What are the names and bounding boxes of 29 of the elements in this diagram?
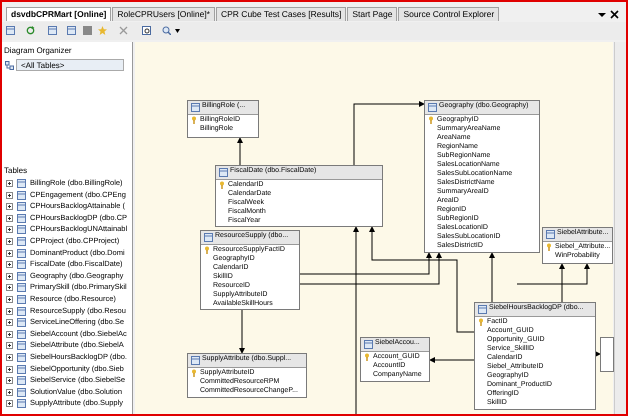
table-box — [187, 353, 307, 398]
table-box — [360, 337, 430, 382]
relationship-arrow — [429, 357, 474, 363]
relationship-arrow — [489, 252, 495, 302]
relationship-arrow — [300, 252, 432, 274]
relationship-arrow — [237, 137, 243, 166]
table-box — [474, 302, 596, 410]
tab: RoleCPRUsers [Online]* — [112, 7, 215, 21]
panel-title: Diagram Organizer — [4, 46, 72, 55]
table-box — [542, 227, 613, 264]
relationship-arrow — [354, 101, 425, 166]
tab: CPR Cube Test Cases [Results] — [216, 7, 346, 21]
tab: Source Control Explorer — [398, 7, 500, 21]
tab: Start Page — [347, 7, 398, 21]
relationship-arrow — [353, 226, 359, 414]
list-item: <All Tables> — [16, 59, 124, 71]
table-box — [187, 100, 259, 138]
relationship-arrow — [595, 351, 601, 357]
table-box — [600, 337, 614, 372]
table-box — [215, 165, 383, 227]
relationship-arrow — [239, 310, 245, 354]
relationship-arrow — [300, 252, 442, 284]
table-box — [200, 230, 300, 310]
panel-title: Tables — [4, 166, 28, 175]
relationship-arrow — [369, 226, 474, 332]
relationship-arrow — [559, 263, 565, 302]
relationship-arrow — [516, 263, 590, 284]
tab: dsvdbCPRMart [Online] — [6, 7, 112, 21]
table-box — [424, 100, 540, 253]
